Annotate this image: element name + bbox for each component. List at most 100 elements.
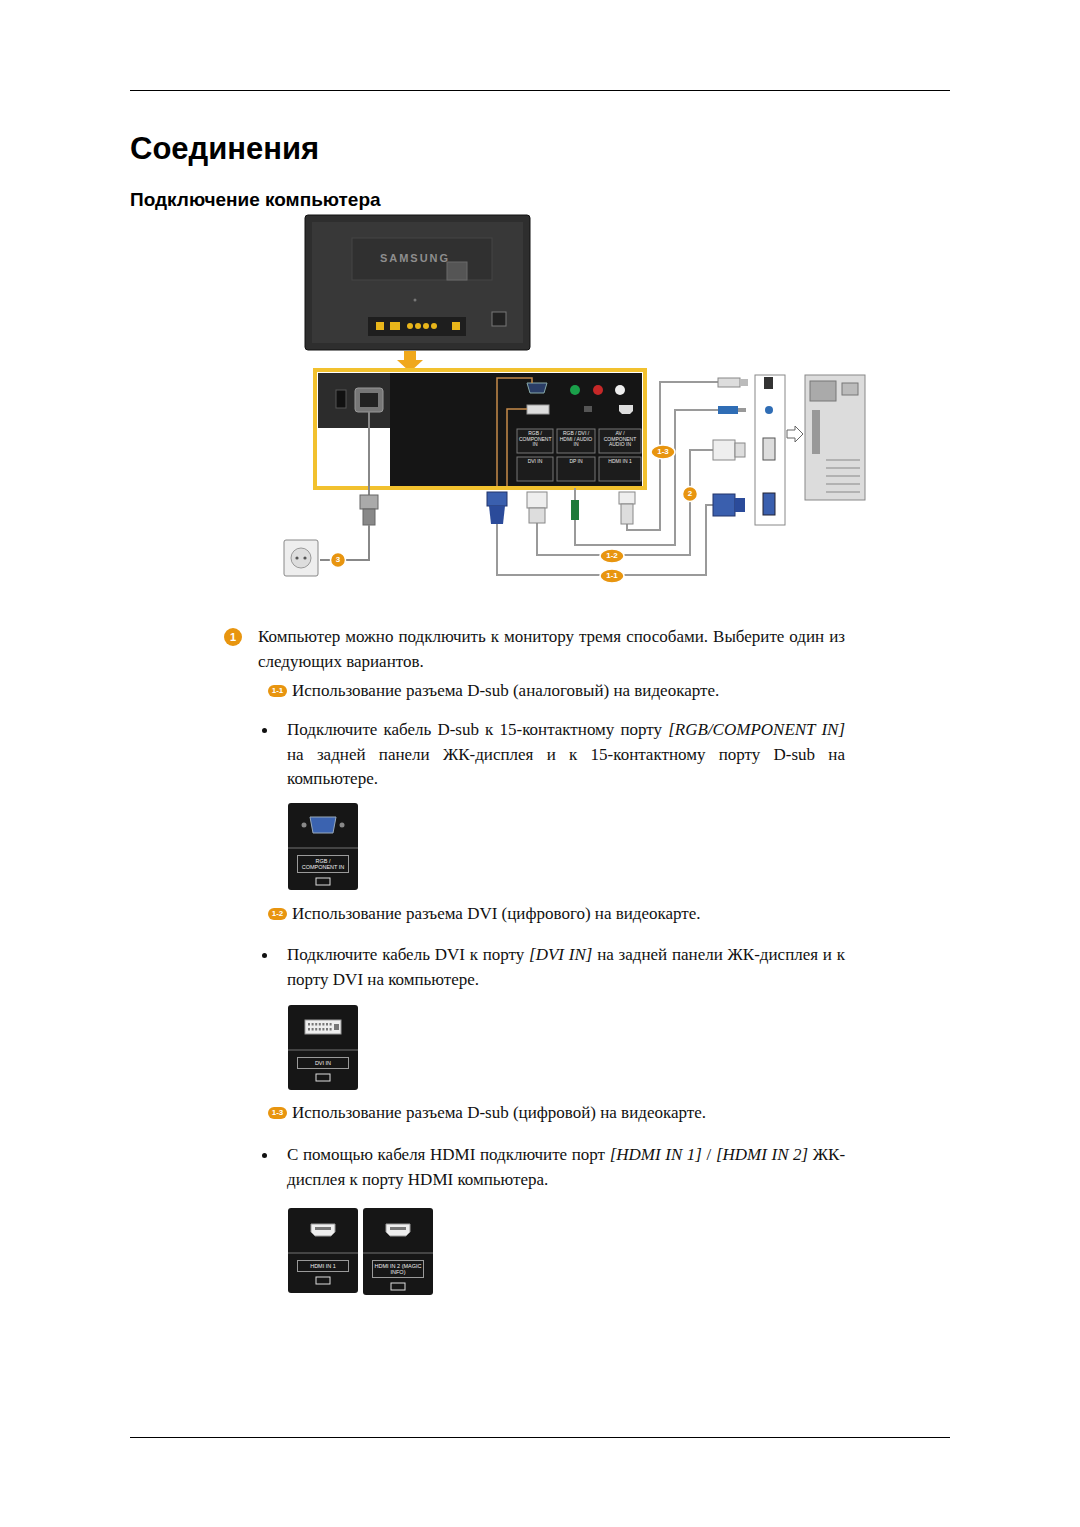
instruction-text: / (707, 1145, 712, 1164)
option-heading: Использование разъема DVI (цифрового) на… (292, 902, 847, 927)
cable-plugs-part (738, 408, 746, 412)
port-picture: DVI IN (288, 1005, 358, 1090)
port-name: [RGB/COMPONENT IN] (668, 720, 845, 739)
socket-outline (391, 1283, 405, 1290)
computer-part (842, 383, 858, 395)
power-cord-part (360, 495, 378, 509)
page-title: Соединения (130, 131, 319, 167)
bottom-rule (130, 1437, 950, 1438)
callout-markers (331, 445, 698, 583)
port-label: RGB / DVI / HDMI / AUDIO IN (559, 431, 593, 448)
pin-icon (312, 1023, 314, 1026)
socket-icon (315, 1073, 331, 1082)
rear-panel-part (619, 405, 633, 414)
monitor-back-part (431, 323, 437, 329)
computer-part (810, 381, 836, 401)
monitor-back-part (415, 323, 421, 329)
socket-outline (316, 1074, 330, 1081)
cable-plugs-part (621, 504, 633, 524)
computer-part (826, 468, 860, 469)
computer-part (826, 484, 860, 485)
power-cord-part (303, 556, 306, 559)
bullet-dot (262, 953, 267, 958)
callout-number: 2 (678, 488, 702, 500)
port-icon (288, 1208, 358, 1252)
bullet-paragraph: Подключите кабель DVI к порту [DVI IN] н… (287, 943, 845, 992)
cable-plugs-part (718, 406, 738, 414)
port-name: [HDMI IN 2] (716, 1145, 808, 1164)
socket-icon (315, 1276, 331, 1285)
monitor-back-part (390, 322, 400, 330)
computer-part (787, 426, 803, 442)
pin-icon (330, 1028, 332, 1031)
rear-panel-part (527, 383, 547, 393)
rear-panel-part (517, 429, 553, 453)
port-label: DVI IN (297, 1057, 349, 1069)
cables-part (575, 410, 718, 545)
rear-panel-part (570, 385, 580, 395)
option-badge: 1-2 (268, 908, 287, 920)
rear-panel-part (584, 406, 592, 412)
pin-icon (315, 1227, 331, 1230)
divider (288, 1252, 358, 1254)
computer-part (826, 492, 860, 493)
cable-plugs-part (735, 498, 745, 512)
monitor-back-part (312, 222, 523, 343)
cable-plugs-part (489, 506, 505, 524)
port-label: DVI IN (519, 459, 551, 465)
socket-icon (390, 1282, 406, 1291)
cable-plugs-part (740, 379, 748, 386)
screw-icon (302, 823, 307, 828)
dvi-port-icon (305, 1020, 341, 1034)
cable-plugs-part (527, 492, 547, 508)
monitor-back-part (352, 238, 492, 280)
callout-number: 1-1 (600, 570, 624, 582)
rear-panel-part (318, 373, 390, 428)
divider (288, 1049, 358, 1051)
pin-icon (319, 1023, 321, 1026)
computer-part (763, 438, 775, 460)
rear-panel-part (360, 393, 378, 407)
cable-plugs-part (713, 440, 735, 460)
rear-panel-part (318, 428, 390, 486)
computer-part (763, 493, 775, 515)
monitor-back-part (452, 322, 460, 330)
intro-paragraph: Компьютер можно подключить к монитору тр… (258, 625, 845, 674)
instruction-text: Подключите кабель DVI к порту (287, 945, 524, 964)
pin-icon (315, 1028, 317, 1031)
callout-number: 1-2 (600, 550, 624, 562)
cables-part (537, 450, 713, 555)
port-label: RGB / COMPONENT IN (297, 855, 349, 873)
socket-outline (316, 1277, 330, 1284)
callout-markers-part (651, 445, 675, 459)
port-icon (363, 1208, 433, 1252)
bullet-paragraph: Подключите кабель D-sub к 15-контактному… (287, 718, 845, 792)
rear-panel-part (507, 409, 527, 486)
rear-panel-part (355, 388, 383, 412)
bullet-dot (262, 1153, 267, 1158)
port-picture: HDMI IN 1 (288, 1208, 358, 1293)
monitor-back-part (423, 323, 429, 329)
computer-part (755, 375, 785, 525)
port-name: [DVI IN] (529, 945, 592, 964)
bullet-dot (262, 728, 267, 733)
rear-panel-part (336, 390, 346, 408)
port-icon (288, 803, 358, 847)
monitor-back-part (447, 262, 467, 280)
option-heading: Использование разъема D-sub (аналоговый)… (292, 679, 847, 704)
pin-icon (315, 1023, 317, 1026)
cable-plugs-part (487, 492, 507, 506)
vga-port-icon (310, 817, 336, 833)
pin-icon (334, 1024, 339, 1030)
rear-panel-part (557, 457, 595, 481)
rear-panel-part (527, 405, 549, 414)
port-icon (288, 1005, 358, 1049)
divider (363, 1252, 433, 1254)
port-label: RGB / COMPONENT IN (519, 431, 551, 448)
pin-icon (326, 1023, 328, 1026)
cable-plugs-part (718, 378, 740, 387)
port-label: HDMI IN 1 (297, 1260, 349, 1272)
pin-icon (308, 1028, 310, 1031)
cable-plugs-part (735, 443, 745, 457)
